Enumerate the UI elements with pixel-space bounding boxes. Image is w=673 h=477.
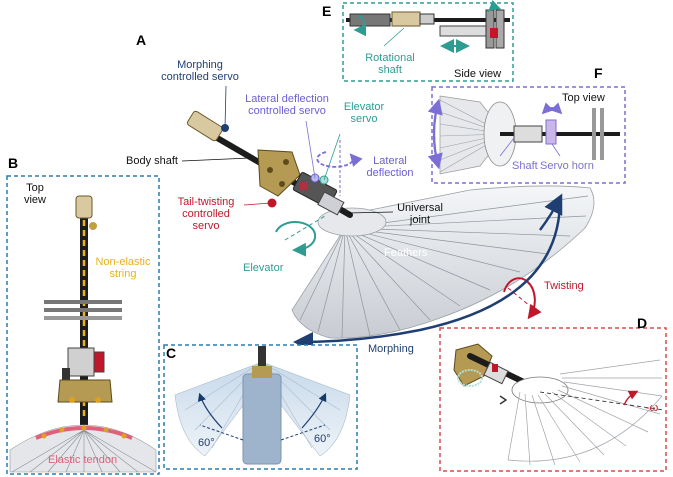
morphing-servo-label-line1: Morphing — [177, 59, 223, 71]
rotational-shaft-arrow — [353, 15, 367, 37]
panel-d — [439, 327, 667, 472]
lateral-servo-label: Lateral deflection controlled servo — [233, 93, 341, 117]
leader-morphing — [224, 85, 227, 129]
panel-letter-c: C — [166, 345, 177, 361]
panel-b-top-view-line1: Top — [26, 182, 44, 194]
universal-joint-label-line1: Universal — [397, 202, 443, 214]
universal-joint-label-line2: joint — [409, 214, 431, 226]
universal-joint-label: Universal joint — [388, 202, 452, 226]
panel-b-feathers — [9, 424, 157, 473]
lateral-deflection-label-line2: deflection — [366, 167, 414, 179]
tail-twisting-label-line1: Tail-twisting — [177, 196, 235, 208]
elevator-rotation-arrow — [275, 221, 317, 257]
panel-letter-a: A — [136, 32, 147, 48]
morphing-servo-label: Morphing controlled servo — [150, 59, 250, 83]
shaft-label: Shaft — [512, 160, 538, 172]
panel-b-top-view-line2: view — [23, 194, 46, 206]
lateral-servo-label-line1: Lateral deflection — [245, 93, 329, 105]
servo-horn-label: Servo horn — [540, 160, 594, 172]
body-shaft-label: Body shaft — [126, 155, 178, 167]
panel-letter-e: E — [322, 3, 332, 19]
twisting-rotation-arrow — [503, 277, 542, 320]
non-elastic-string-label: Non-elastic string — [90, 256, 156, 280]
feathers-label: Feathers — [384, 247, 428, 259]
panel-letter-b: B — [8, 155, 19, 171]
panel-e — [342, 0, 514, 82]
elevator-label: Elevator — [243, 262, 284, 274]
morphing-label: Morphing — [368, 343, 414, 355]
rotational-shaft-line2: shaft — [378, 64, 402, 76]
omega-arrow — [623, 390, 639, 406]
side-view-label: Side view — [454, 68, 502, 80]
non-elastic-string-line1: Non-elastic — [95, 256, 151, 268]
leader-lateral — [305, 120, 316, 179]
lateral-deflection-label-line1: Lateral — [373, 155, 407, 167]
leader-body-shaft — [181, 157, 251, 162]
leader-tail-twisting — [243, 202, 273, 206]
elevator-servo-label: Elevator servo — [336, 101, 392, 125]
panel-f — [427, 86, 626, 184]
leader-elevator-servo — [323, 133, 341, 181]
rotational-shaft-label: Rotational shaft — [360, 52, 420, 76]
panel-c — [163, 344, 358, 470]
elevator-servo-label-line2: servo — [350, 113, 378, 125]
panel-b-top-view-label: Top view — [18, 182, 52, 206]
tail-twisting-label-line2: controlled — [182, 208, 230, 220]
main-feather-fan — [291, 185, 595, 339]
lateral-servo-label-line2: controlled servo — [248, 105, 326, 117]
angle-right-label: 60° — [314, 433, 331, 445]
twisting-label: Twisting — [544, 280, 584, 292]
panel-a-render — [181, 85, 595, 352]
body-shaft-assembly — [186, 110, 353, 218]
elastic-tendon-label: Elastic tendon — [48, 454, 118, 466]
panel-f-top-view-label: Top view — [562, 92, 605, 104]
panel-letter-f: F — [594, 65, 603, 81]
non-elastic-string-line2: string — [109, 268, 137, 280]
rotational-shaft-line1: Rotational — [365, 52, 415, 64]
tail-twisting-label: Tail-twisting controlled servo — [166, 196, 246, 232]
lateral-rotation-arrow — [316, 151, 363, 168]
elevator-servo-label-line1: Elevator — [343, 101, 385, 113]
tail-twisting-label-line3: servo — [192, 220, 220, 232]
panel-letter-d: D — [637, 315, 648, 331]
omega-label: -ω — [646, 402, 659, 414]
angle-left-label: 60° — [198, 437, 215, 449]
leader-universal — [347, 211, 394, 214]
panel-b — [6, 175, 160, 475]
lateral-deflection-label: Lateral deflection — [358, 155, 422, 179]
morphing-servo-label-line2: controlled servo — [161, 71, 239, 83]
morphing-arc-arrow — [293, 199, 562, 352]
